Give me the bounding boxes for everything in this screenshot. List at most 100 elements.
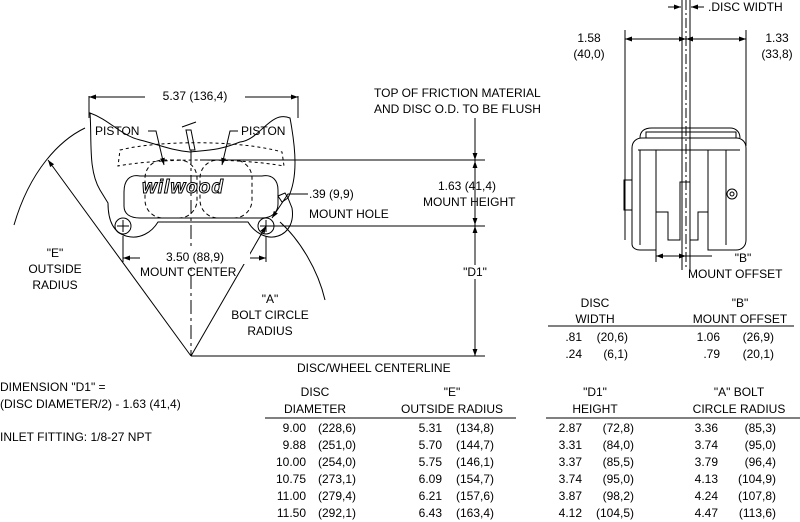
offset-width: .81 [565,330,582,344]
a-value: 3.36 [694,421,718,435]
piston-right-label: PISTON [241,124,286,138]
centerline-label: DISC/WHEEL CENTERLINE [297,361,451,375]
d1-value: 2.87 [558,421,582,435]
a-label: "A" [261,292,279,306]
caliper-body-outline [89,112,296,238]
table-row: 11.00 (279,4) 6.21 (157,6) 3.87 (98,2) 4… [0,489,800,504]
d1-value: 3.37 [558,455,582,469]
piston-left-label: PISTON [95,124,140,138]
disc-width-label: .DISC WIDTH [708,0,783,14]
caliper-inner-body [123,175,279,219]
dia-table-header-outside-radius: OUTSIDE RADIUS [400,402,503,416]
a-mm: (95,0) [744,438,776,452]
d1-value: 3.31 [558,438,582,452]
dia-value: 11.00 [276,489,306,503]
mount-height-dim: 1.63 (41,4) [438,179,497,193]
table-row: 10.75 (273,1) 6.09 (154,7) 3.74 (95,0) 4… [0,472,800,487]
offset-table-header-b: "B" [731,296,749,310]
d1-value: 4.12 [558,506,582,520]
e-mm: (157,6) [455,489,494,503]
offset-table-header-width: WIDTH [575,312,615,326]
side-left-bump [623,179,632,211]
d1-value: 3.87 [558,489,582,503]
dia-table-header-d1: "D1" [583,385,607,399]
wilwood-logo: wilwood [142,177,224,198]
e-mm: (134,8) [455,421,494,435]
offset-width-mm: (20,6) [596,330,628,344]
table-row: 10.00 (254,0) 5.75 (146,1) 3.37 (85,5) 3… [0,455,800,470]
d1-mm: (84,0) [602,438,634,452]
offset-table-body: .81 (20,6) 1.06 (26,9) .24 (6,1) .79 (20… [0,330,800,361]
e-value: 5.70 [418,438,442,452]
mount-hole-label: MOUNT HOLE [309,207,389,221]
a-value: 3.74 [694,438,718,452]
dia-table-header-a: "A" BOLT [713,385,765,399]
mount-height-label: MOUNT HEIGHT [423,195,516,209]
offset-table-header-disc: DISC [580,296,610,310]
offset-table-header-mount-offset: MOUNT OFFSET [692,312,788,326]
friction-note-line-1: TOP OF FRICTION MATERIAL [374,86,541,100]
dia-mm: (279,4) [317,489,356,503]
bleeder-screw [185,129,196,151]
e-label: "E" [46,246,64,260]
mount-center-label: MOUNT CENTER [140,265,237,279]
b-label: "B" [734,251,752,265]
d1-formula-line-2: (DISC DIAMETER/2) - 1.63 (41,4) [0,397,181,411]
dia-mm: (292,1) [317,506,356,520]
offset-width: .24 [565,346,582,361]
side-right-dim: 1.33 [765,31,789,45]
a-value: 4.47 [694,506,718,520]
bolt-circle-arc [279,221,326,301]
dia-table-header-diameter: DIAMETER [283,402,346,416]
e-label-radius: RADIUS [32,278,78,292]
table-row: .81 (20,6) 1.06 (26,9) [0,330,800,345]
e-value: 6.09 [418,472,442,486]
dia-mm: (251,0) [317,438,356,452]
outside-radius-arc [13,127,86,226]
mount-hole-left [114,217,132,235]
side-left-dim-mm: (40,0) [573,47,605,61]
dia-table-header-circle-radius: CIRCLE RADIUS [692,402,786,416]
d1-formula-line-1: DIMENSION "D1" = [0,380,106,394]
overall-width-dim: 5.37 (136,4) [145,89,245,103]
a-label-bolt-circle: BOLT CIRCLE [231,308,309,322]
offset-b-mm: (26,9) [742,330,774,344]
piston-left-outline [144,159,198,219]
dia-value: 9.88 [282,438,306,452]
friction-note-line-2: AND DISC O.D. TO BE FLUSH [374,102,541,116]
e-value: 5.75 [418,455,442,469]
table-row: 9.88 (251,0) 5.70 (144,7) 3.31 (84,0) 3.… [0,438,800,453]
e-mm: (163,4) [455,506,494,520]
d1-mm: (104,5) [595,506,634,520]
inlet-fitting [277,192,289,203]
d1-mm: (95,0) [602,472,634,486]
dia-table-header-height: HEIGHT [572,402,618,416]
e-value: 6.43 [418,506,442,520]
mount-offset-label: MOUNT OFFSET [688,267,783,281]
a-value: 3.79 [694,455,718,469]
pad-outline [117,142,285,167]
mount-center-dim: 3.50 (88,9) [140,250,250,264]
offset-b: .79 [703,346,720,361]
side-bleeder [726,188,738,200]
side-body-outline [631,137,747,251]
diameter-table-body: 9.00 (228,6) 5.31 (134,8) 2.87 (72,8) 3.… [0,421,800,521]
caliper-side-view [623,0,747,270]
e-label-outside: OUTSIDE [28,262,82,276]
dia-value: 9.00 [282,421,306,435]
a-value: 4.24 [694,489,718,503]
a-mm: (113,6) [738,506,776,520]
a-mm: (107,8) [737,489,776,503]
a-mm: (96,4) [744,455,776,469]
d1-label: "D1" [455,265,495,279]
dia-value: 11.50 [276,506,306,520]
a-label-radius: RADIUS [247,324,293,338]
offset-width-mm: (6,1) [603,346,628,361]
mount-hole-dim: .39 (9,9) [309,187,354,201]
d1-mm: (72,8) [602,421,634,435]
offset-b: 1.06 [696,330,720,344]
dia-table-header-disc: DISC [300,385,330,399]
side-right-dim-mm: (33,8) [761,47,793,61]
e-value: 5.31 [418,421,442,435]
e-mm: (154,7) [455,472,494,486]
